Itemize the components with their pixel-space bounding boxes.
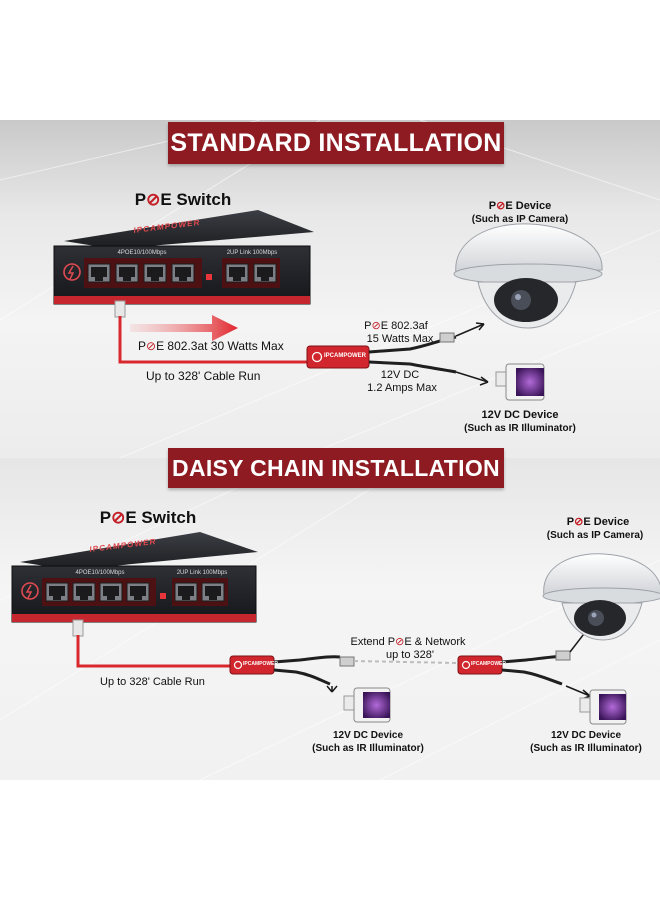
poe-device-title-standard: P⊘E Device <box>488 200 552 212</box>
dc-output-spec-line2: 1.2 Amps Max <box>367 382 437 394</box>
ir-illuminator-daisy-right <box>579 689 627 725</box>
poe-switch-title-daisy: P⊘E Switch <box>99 508 197 527</box>
dc-device-sub-standard: (Such as IR Illuminator) <box>464 423 576 434</box>
port-label-poe-standard: 4POE10/100Mbps <box>117 250 167 256</box>
poe-device-title-daisy: P⊘E Device <box>566 516 630 528</box>
extend-poe-network-line1: Extend P⊘E & Network <box>350 636 466 648</box>
port-label-poe-daisy: 4POE10/100Mbps <box>75 570 125 576</box>
dc-device-title-standard: 12V DC Device <box>481 409 559 421</box>
cable-run-label-standard: Up to 328' Cable Run <box>146 369 261 383</box>
dome-camera-daisy <box>542 553 660 641</box>
poe-switch-standard <box>53 210 314 305</box>
poe-splitter-daisy-1 <box>229 655 275 675</box>
switch-power-spec-standard: P⊘E 802.3at 30 Watts Max <box>138 339 284 353</box>
port-label-uplink-daisy: 2UP Link 100Mbps <box>176 570 228 576</box>
daisy-chain-installation-banner: DAISY CHAIN INSTALLATION <box>168 448 504 488</box>
direction-arrow <box>130 315 238 341</box>
ir-illuminator-daisy-left <box>343 687 391 723</box>
dc-device-sub-daisy-right: (Such as IR Illuminator) <box>530 743 642 754</box>
extend-poe-network-line2: up to 328' <box>386 649 434 661</box>
cable-run-label-daisy: Up to 328' Cable Run <box>100 676 205 688</box>
standard-installation-banner: STANDARD INSTALLATION <box>168 122 504 164</box>
ir-illuminator-standard <box>495 363 545 401</box>
splitter-brand-daisy-2: IPCAMPOWER <box>471 661 506 667</box>
poe-output-spec-line1: P⊘E 802.3af <box>364 320 428 332</box>
poe-switch-title-standard: P⊘E Switch <box>134 190 232 209</box>
poe-output-spec-line2: 15 Watts Max <box>366 333 434 345</box>
dc-device-title-daisy-left: 12V DC Device <box>332 730 404 741</box>
poe-switch-daisy <box>11 532 258 623</box>
poe-splitter-standard <box>306 322 489 386</box>
port-label-uplink-standard: 2UP Link 100Mbps <box>226 250 278 256</box>
poe-device-sub-standard: (Such as IP Camera) <box>471 214 569 225</box>
dome-camera-standard <box>453 223 603 329</box>
dc-device-sub-daisy-left: (Such as IR Illuminator) <box>312 743 424 754</box>
dc-device-title-daisy-right: 12V DC Device <box>550 730 622 741</box>
splitter-brand-standard: IPCAMPOWER <box>324 353 366 359</box>
poe-device-sub-daisy: (Such as IP Camera) <box>546 530 644 541</box>
splitter-brand-daisy-1: IPCAMPOWER <box>243 661 278 667</box>
poe-splitter-daisy-2 <box>457 655 503 675</box>
dc-output-spec-line1: 12V DC <box>380 369 420 381</box>
background-lines <box>0 119 660 781</box>
cable-standard <box>114 300 308 364</box>
